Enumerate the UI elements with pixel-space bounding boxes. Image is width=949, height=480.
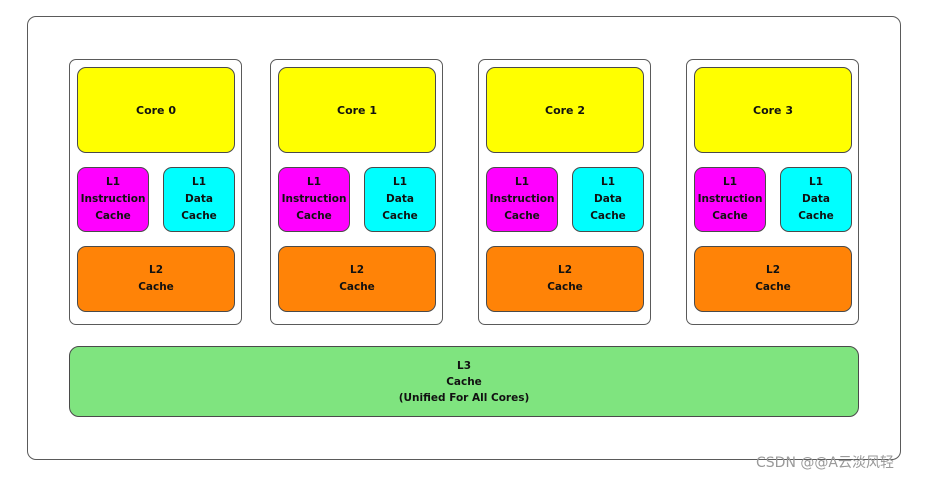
core-3-box: Core 3: [694, 67, 852, 153]
core-2-box: Core 2: [486, 67, 644, 153]
core-1-box: Core 1: [278, 67, 436, 153]
watermark: CSDN @@A云淡风轻: [756, 455, 894, 471]
core-0-box: Core 0: [77, 67, 235, 153]
